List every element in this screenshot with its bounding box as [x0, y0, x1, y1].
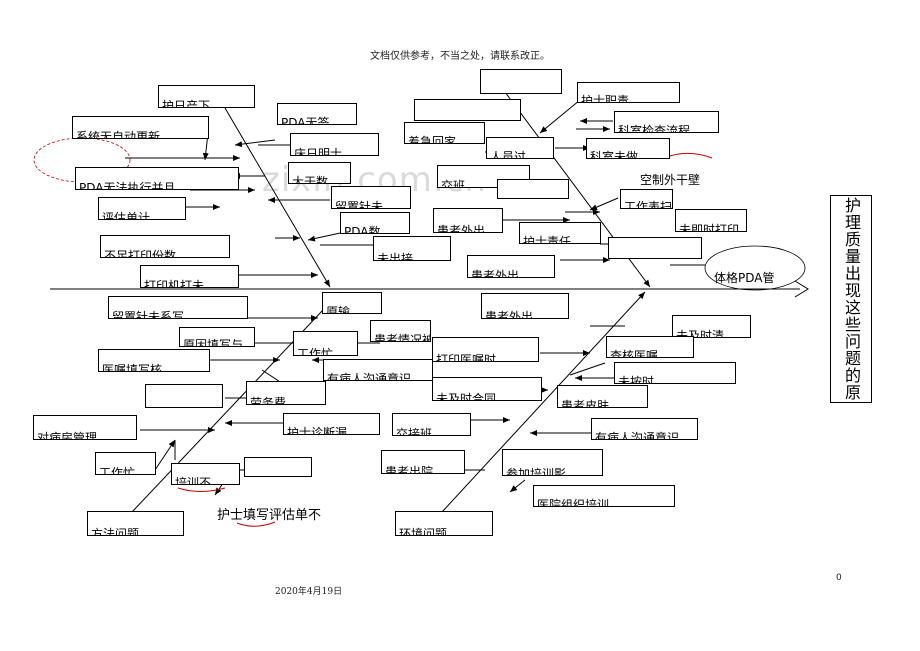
cause-box: 未出接: [373, 236, 451, 261]
cause-box: 医嘱填写核: [98, 349, 210, 372]
cause-box: 交接班: [392, 413, 471, 436]
bone-upper-1: [224, 107, 331, 288]
spine-arrowhead: [794, 280, 809, 298]
cause-box: 患者外出: [433, 208, 503, 233]
problem-head: 护理质量出现这些问题的原: [830, 195, 872, 403]
hand-circle-right: [704, 245, 806, 291]
cause-box: 工作忙: [95, 452, 156, 475]
note-text: 护士填写评估单不: [217, 508, 322, 523]
cause-box: 打印机打未: [140, 265, 239, 288]
cause-box: [414, 99, 521, 121]
cause-box: 科室检查流程: [614, 111, 719, 133]
red-underline-1: [669, 152, 713, 159]
cause-box: 护士责任: [519, 222, 601, 244]
footer-date: 2020年4月19日: [275, 587, 343, 597]
cause-box: 工作忙: [293, 331, 358, 356]
cause-box: 人员过: [486, 137, 554, 159]
cause-box: 留置针未: [331, 186, 411, 209]
cause-box: 患者外出: [467, 255, 555, 278]
cause-box: 护士诊断漏: [283, 413, 380, 435]
cause-box: PDA数: [340, 212, 410, 234]
cause-box: 患者皮肤: [557, 385, 648, 408]
cause-box: PDA无签: [277, 103, 357, 125]
cause-box: 评估单计: [98, 197, 186, 220]
problem-head-text: 护理质量出现这些问题的原: [842, 197, 861, 401]
note-text: 空制外干壁: [640, 173, 701, 187]
cause-box: 患者出院: [381, 450, 465, 474]
cause-box: [145, 384, 223, 408]
cause-box: 患者情况被: [370, 320, 431, 342]
cause-box: [480, 69, 562, 94]
cause-box: 对病房管理: [33, 415, 137, 440]
cause-box: 未即时打印: [675, 209, 747, 232]
cause-box: 工作表扫: [620, 189, 673, 209]
cause-box: 科室未做: [586, 138, 670, 159]
cause-box: 床日明士: [290, 133, 379, 156]
cause-box: 大于数: [288, 162, 351, 184]
cause-box: 原输: [322, 292, 382, 314]
cause-box: 留置针未系写: [108, 296, 248, 319]
cause-box: 原因填写与: [179, 327, 255, 347]
cause-box: 系统无自动更新: [72, 116, 209, 139]
cause-box: [244, 457, 312, 477]
cause-box: 未按时: [614, 362, 736, 384]
cause-text: 体格PDA管: [714, 271, 775, 285]
cause-box: 劳务费: [246, 381, 326, 405]
cause-box: 未及时合同: [432, 377, 542, 401]
cause-box: 未及时清: [672, 315, 751, 338]
cause-box: 着急回家: [404, 122, 485, 144]
cause-box: 查核医嘱: [606, 336, 694, 358]
cause-box: 护士职责: [577, 82, 680, 103]
cause-box: 有病人沟通意识: [591, 418, 698, 440]
cause-box: 患者外出: [481, 293, 569, 319]
cause-box: 打印医嘱时: [432, 337, 539, 362]
red-underline-2: [236, 521, 276, 527]
cause-box: 参加培训影: [502, 449, 603, 476]
cause-box: 不足打印份数: [100, 235, 230, 258]
cause-box: [608, 237, 702, 259]
header-note: 文档仅供参考，不当之处，请联系改正。: [370, 51, 550, 62]
bone-lower-2: [441, 291, 646, 513]
category-box: 环境问题: [395, 511, 493, 536]
cause-box: PDA无法执行并且: [75, 167, 239, 190]
cause-box: [497, 179, 569, 199]
page-number: 0: [836, 573, 842, 583]
cause-box: 护日产下: [158, 85, 255, 108]
cause-box: 医院组织培训: [533, 485, 675, 507]
bone-lower-1: [131, 291, 341, 513]
cause-box: 培训不: [171, 463, 240, 485]
red-underline-3: [177, 487, 226, 492]
cause-box: 有病人沟通意识: [323, 359, 433, 381]
category-box: 方法问题: [87, 511, 184, 536]
